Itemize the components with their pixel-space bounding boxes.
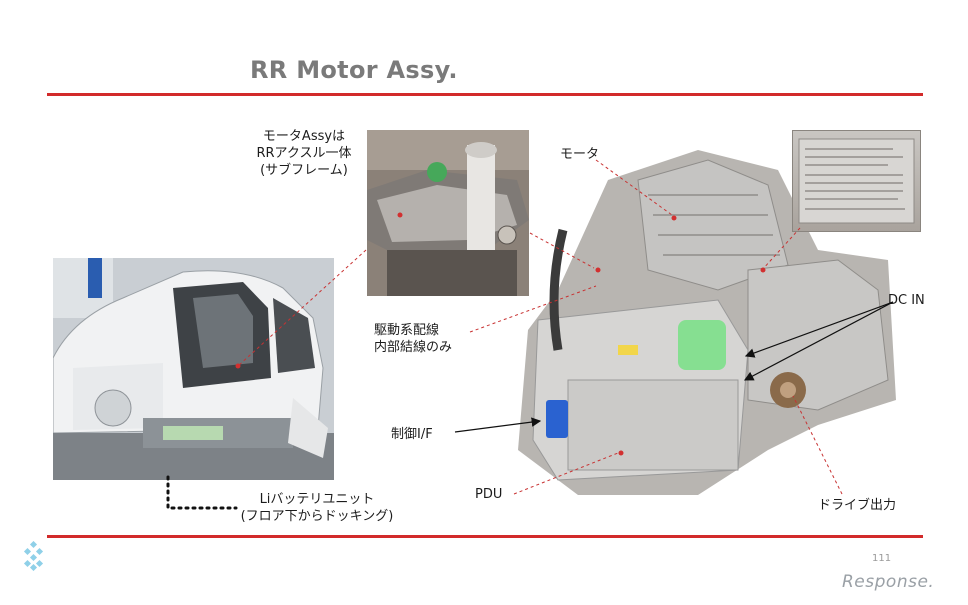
subframe-illustration <box>367 130 529 296</box>
wiring-note-line1: 駆動系配線 <box>374 323 440 338</box>
pdu-label: PDU <box>475 487 503 502</box>
battery-note: Liバッテリユニット (フロア下からドッキング) <box>232 491 402 525</box>
drive-output-label: ドライブ出力 <box>818 498 897 513</box>
car-body-illustration <box>53 258 334 480</box>
callout-subframe-to-car <box>237 249 367 367</box>
arrow-dc-in-2 <box>743 301 894 381</box>
callout-dot-car <box>235 363 241 369</box>
callout-subframe-to-motor <box>529 232 595 269</box>
subframe-note: モータAssyは RRアクスル一体 (サブフレーム) <box>250 128 358 179</box>
callout-wiring <box>469 285 597 333</box>
wiring-note-line2: 内部結線のみ <box>374 340 453 355</box>
company-logo-icon <box>23 541 44 571</box>
nameplate-photo <box>792 130 921 232</box>
callout-pdu <box>513 452 619 495</box>
dc-in-label: DC IN <box>888 293 925 308</box>
callout-dot-subframe <box>397 212 403 218</box>
motor-label: モータ <box>560 147 600 162</box>
motor-assembly-photo <box>518 150 898 510</box>
callout-battery <box>166 475 238 510</box>
subframe-note-line1: モータAssyは <box>262 129 346 144</box>
title-divider <box>47 93 923 96</box>
control-if-label: 制御I/F <box>391 427 433 442</box>
nameplate-illustration <box>798 138 915 224</box>
slide-title: RR Motor Assy. <box>250 56 458 84</box>
callout-motor <box>595 159 673 216</box>
subframe-note-line3: (サブフレーム) <box>260 163 348 178</box>
subframe-note-line2: RRアクスル一体 <box>256 146 352 161</box>
page-number: 111 <box>872 553 892 564</box>
battery-note-line2: (フロア下からドッキング) <box>240 509 394 524</box>
arrow-control-if <box>454 417 542 433</box>
callout-drive-output <box>792 395 843 495</box>
wiring-note: 駆動系配線 内部結線のみ <box>374 322 452 356</box>
battery-note-line1: Liバッテリユニット <box>259 492 375 507</box>
callout-nameplate <box>761 227 801 271</box>
footer-divider <box>47 535 923 538</box>
car-body-photo <box>53 258 334 480</box>
motor-assembly-illustration <box>518 150 896 495</box>
response-watermark: Response. <box>842 572 935 592</box>
arrow-dc-in-1 <box>744 301 894 358</box>
subframe-photo <box>367 130 529 296</box>
